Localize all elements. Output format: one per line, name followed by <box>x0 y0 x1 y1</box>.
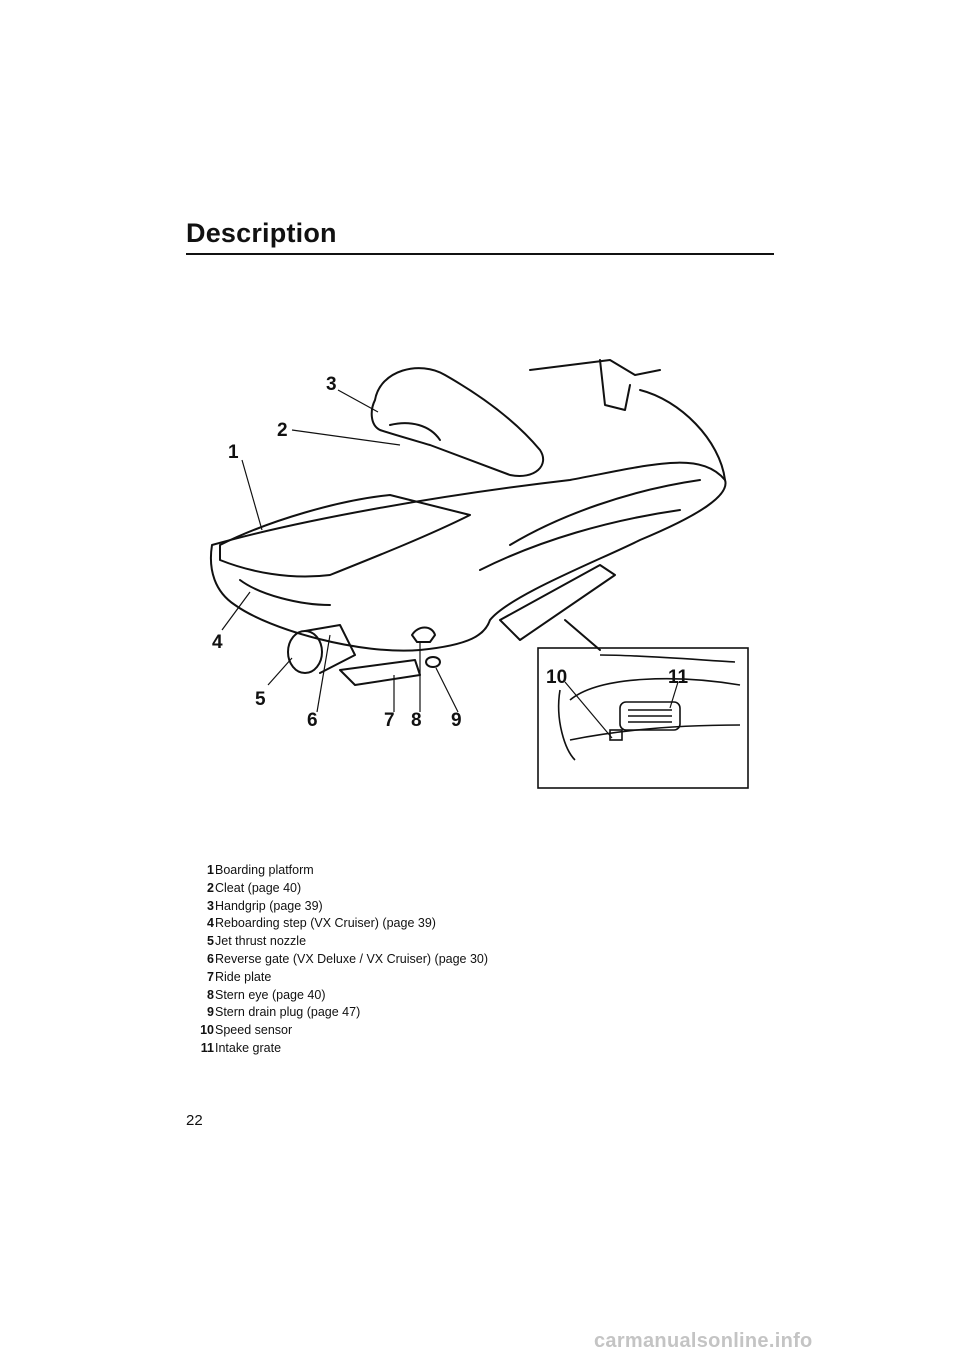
legend-text: Handgrip (page 39) <box>215 898 323 913</box>
watercraft-illustration: 1 2 3 4 5 6 7 8 9 10 11 <box>209 359 749 789</box>
legend-number: 6 <box>207 951 214 966</box>
legend-text: Reverse gate (VX Deluxe / VX Cruiser) (p… <box>215 951 489 966</box>
legend-number: 11 <box>200 1040 214 1055</box>
callout-2: 2 <box>277 420 288 441</box>
inset-detail-box <box>537 647 749 789</box>
hull-outline <box>209 461 727 652</box>
callout-6: 6 <box>307 710 318 731</box>
watermark: carmanualsonline.info <box>594 1330 813 1352</box>
legend-number: 2 <box>207 880 214 895</box>
stern-drain-plug-shape <box>425 656 441 668</box>
page-title: Description <box>186 218 337 248</box>
page-number: 22 <box>186 1112 203 1129</box>
legend-number: 3 <box>207 898 214 913</box>
callout-9: 9 <box>451 710 462 731</box>
callout-7: 7 <box>384 710 395 731</box>
ride-plate-shape <box>339 659 421 686</box>
legend-number: 8 <box>207 987 214 1002</box>
legend-text: Speed sensor <box>215 1023 293 1038</box>
legend-number: 9 <box>207 1005 214 1020</box>
boarding-platform-outline <box>219 494 471 578</box>
legend-number: 5 <box>207 934 214 949</box>
legend-text: Intake grate <box>215 1040 282 1055</box>
jet-thrust-nozzle-shape <box>287 630 323 674</box>
title-rule <box>186 253 774 255</box>
legend-text: Jet thrust nozzle <box>215 934 307 949</box>
legend-text: Reboarding step (VX Cruiser) (page 39) <box>215 916 436 931</box>
stern-eye-shape <box>411 626 436 643</box>
legend-number: 10 <box>200 1023 214 1038</box>
legend-number: 7 <box>207 969 214 984</box>
legend-number: 1 <box>207 863 214 877</box>
callout-10: 10 <box>546 667 567 688</box>
handlebar-outline <box>529 359 661 411</box>
legend-number: 4 <box>207 916 214 931</box>
callout-1: 1 <box>228 442 239 463</box>
legend-text: Stern drain plug (page 47) <box>215 1005 361 1020</box>
callout-11: 11 <box>668 667 689 688</box>
callout-5: 5 <box>255 689 266 710</box>
legend-text: Cleat (page 40) <box>215 880 302 895</box>
legend-text: Boarding platform <box>215 863 314 877</box>
legend-text: Ride plate <box>215 969 272 984</box>
legend-text: Stern eye (page 40) <box>215 987 326 1002</box>
seat-outline <box>370 367 545 477</box>
callout-8: 8 <box>411 710 422 731</box>
callout-4: 4 <box>212 632 223 653</box>
callout-3: 3 <box>326 374 337 395</box>
